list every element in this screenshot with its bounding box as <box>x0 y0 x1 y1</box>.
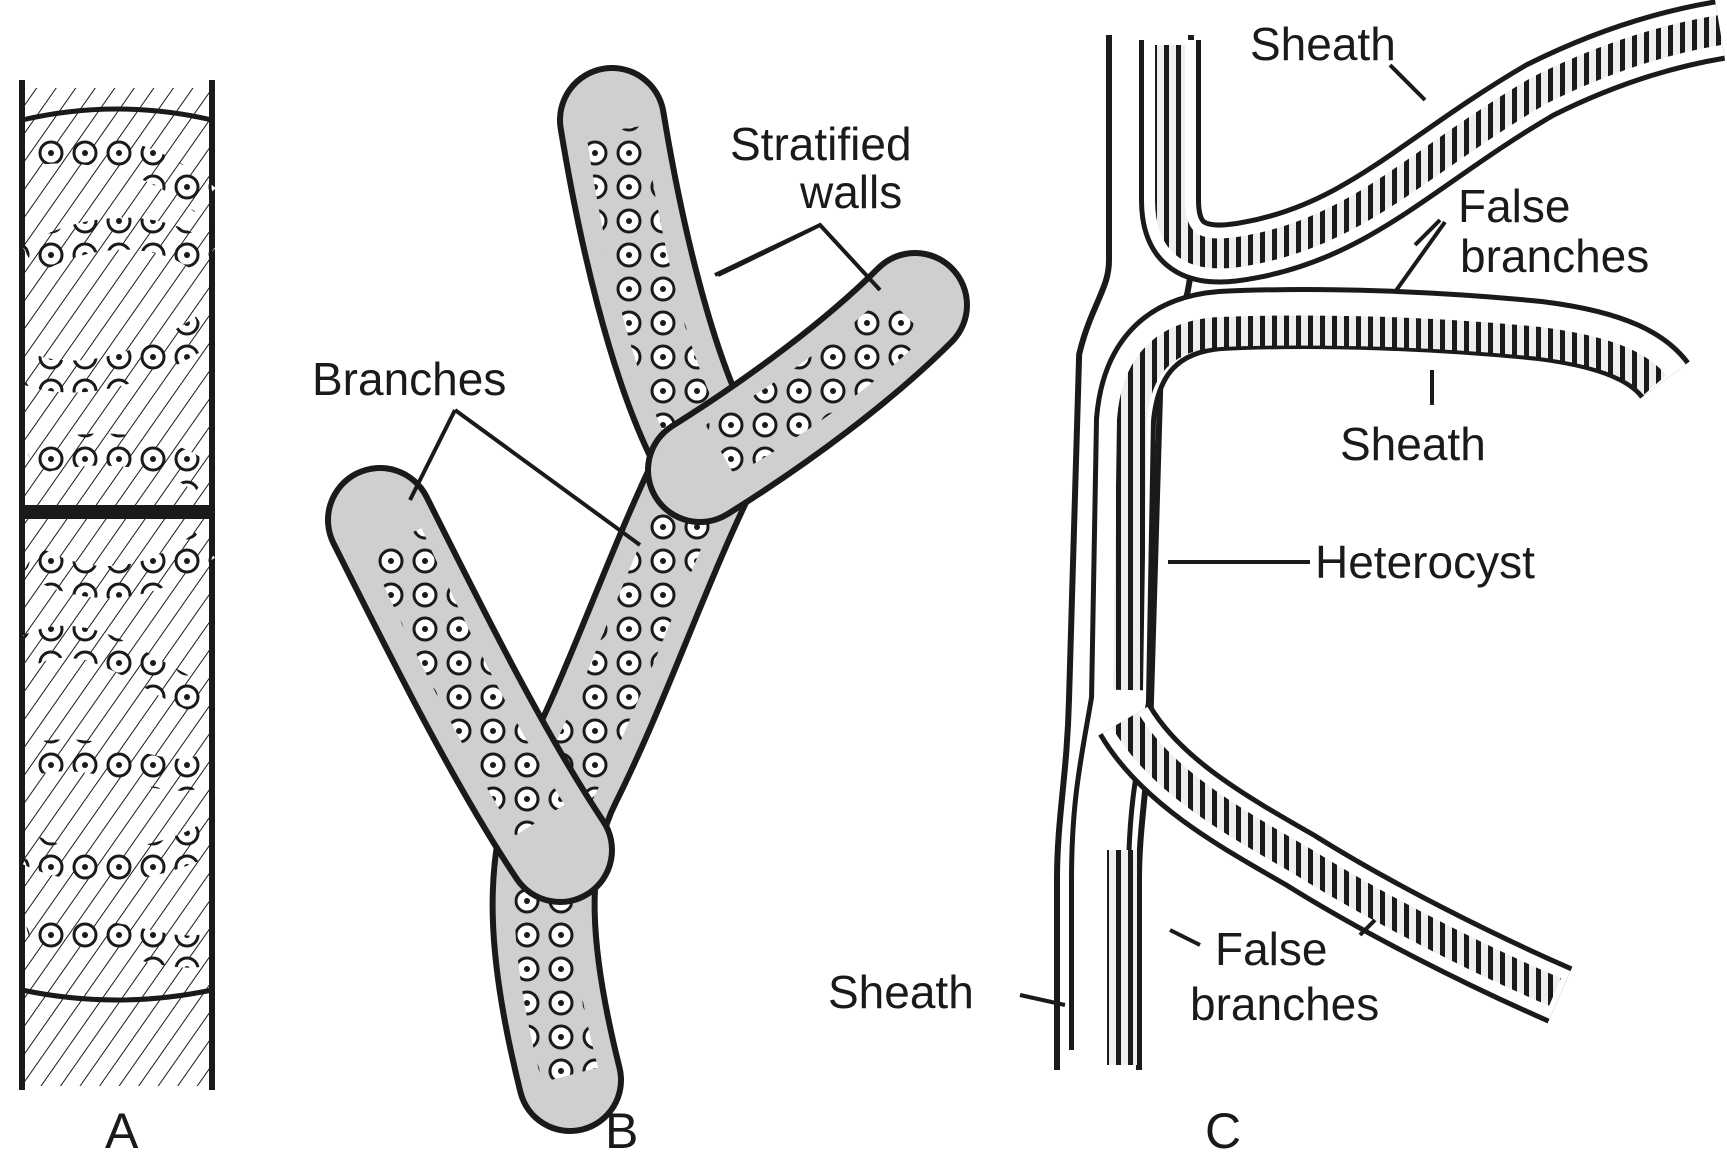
panel-a-trichome-9 <box>30 934 205 951</box>
label-false-branches-lower-line2: branches <box>1190 978 1379 1030</box>
label-false-branches-lower-line1: False <box>1215 923 1327 975</box>
panel-b-branch-system <box>380 120 915 1080</box>
panel-a-letter: A <box>105 1103 139 1155</box>
panel-c-lower-trichome <box>1128 330 1655 690</box>
label-branches: Branches <box>312 353 506 405</box>
panel-a-filament <box>22 80 212 1090</box>
label-heterocyst: Heterocyst <box>1315 536 1535 588</box>
label-stratified-line1: Stratified <box>730 118 912 170</box>
label-false-branches-upper-line2: branches <box>1460 230 1649 282</box>
panel-c-letter: C <box>1205 1103 1241 1155</box>
label-sheath-middle: Sheath <box>1340 418 1486 470</box>
leader-stratified-walls <box>715 225 880 290</box>
label-stratified-line2: walls <box>799 166 902 218</box>
label-false-branches-upper-line1: False <box>1458 180 1570 232</box>
label-sheath-bottom: Sheath <box>828 966 974 1018</box>
leader-sheath-top <box>1390 65 1425 100</box>
leader-false-branches-upper <box>1395 220 1445 292</box>
panel-b-letter: B <box>605 1103 638 1155</box>
label-sheath-top: Sheath <box>1250 18 1396 70</box>
leader-branches <box>410 410 640 545</box>
panel-a-cross-wall <box>22 505 212 519</box>
